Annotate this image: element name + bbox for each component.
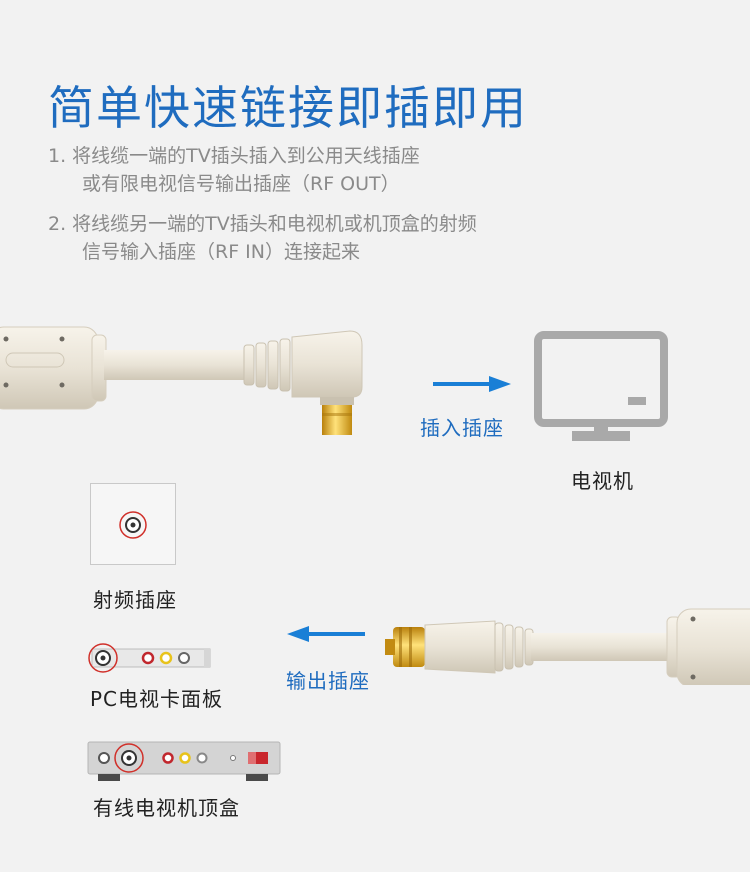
set-top-box-label: 有线电视机顶盒: [93, 796, 240, 820]
step-1-line2: 或有限电视信号输出插座（RF OUT）: [82, 173, 400, 195]
set-top-box: [87, 741, 281, 781]
arrow-right-icon: [433, 374, 513, 394]
insert-socket-label: 插入插座: [420, 416, 504, 440]
output-socket-label: 输出插座: [286, 669, 370, 693]
rf-socket-label: 射频插座: [93, 588, 177, 612]
step-1: 1. 将线缆一端的TV插头插入到公用天线插座 或有限电视信号输出插座（RF OU…: [48, 142, 420, 198]
page-title: 简单快速链接即插即用: [48, 81, 528, 135]
step-2-line2: 信号输入插座（RF IN）连接起来: [82, 241, 360, 263]
pc-tv-card-panel: [88, 643, 211, 673]
rf-socket-icon: [119, 511, 147, 539]
pc-tv-card-label: PC电视卡面板: [90, 687, 224, 711]
right-angle-tv-plug-cable: [0, 326, 363, 435]
step-2: 2. 将线缆另一端的TV插头和电视机或机顶盒的射频 信号输入插座（RF IN）连…: [48, 210, 477, 266]
tv-monitor-icon: [534, 331, 668, 441]
step-1-line1: 1. 将线缆一端的TV插头插入到公用天线插座: [48, 145, 420, 167]
step-2-line1: 2. 将线缆另一端的TV插头和电视机或机顶盒的射频: [48, 213, 477, 235]
arrow-left-icon: [287, 624, 367, 644]
tv-label: 电视机: [571, 469, 634, 493]
f-plug-cable: [385, 608, 750, 685]
